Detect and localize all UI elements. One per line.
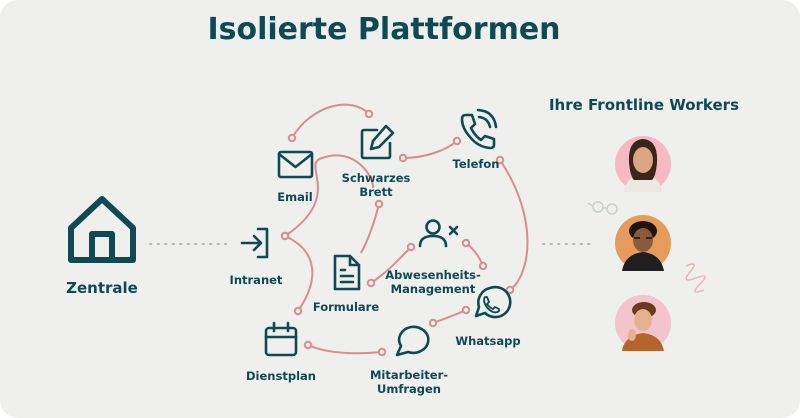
connector-node	[505, 285, 515, 295]
face	[633, 147, 653, 173]
connector-node	[406, 242, 416, 252]
worker-avatar-2	[615, 215, 671, 271]
connector-node	[428, 318, 438, 328]
hand	[628, 329, 636, 341]
label-board-line1: Schwarzes	[342, 171, 411, 185]
label-whatsapp: Whatsapp	[455, 334, 520, 348]
speech-bubble-icon	[395, 325, 430, 357]
phone-call-icon	[460, 108, 498, 150]
shirt	[622, 252, 664, 271]
label-forms: Formulare	[313, 300, 380, 314]
worker-avatar-1	[615, 136, 671, 192]
face	[633, 228, 653, 252]
connector-node	[495, 155, 505, 165]
connector-phone-whatsapp	[499, 159, 529, 291]
login-arrow-icon	[240, 227, 269, 259]
connector-node	[280, 231, 290, 241]
worker-avatar-3	[615, 295, 671, 351]
document-icon	[333, 254, 361, 291]
user-remove-icon	[418, 219, 459, 248]
connector-node	[293, 306, 303, 316]
connector-node	[398, 153, 408, 163]
envelope-icon	[277, 150, 314, 179]
connector-email-board	[291, 103, 370, 139]
label-schedule: Dienstplan	[246, 369, 316, 383]
whatsapp-icon	[474, 285, 512, 319]
connector-board-forms	[360, 203, 380, 254]
connector-node	[287, 133, 297, 143]
connector-node	[374, 199, 384, 209]
connector-absence-right	[465, 242, 484, 267]
calendar-icon	[264, 321, 298, 357]
connector-node	[366, 278, 376, 288]
connector-intranet-schedule	[284, 235, 314, 312]
label-board-line2: Brett	[359, 185, 393, 199]
glasses-doodle	[587, 201, 618, 215]
page-title: Isolierte Plattformen	[207, 12, 560, 47]
label-phone: Telefon	[453, 157, 500, 171]
connector-nodes	[280, 109, 515, 357]
label-email: Email	[277, 190, 312, 204]
hub-label: Zentrale	[66, 279, 138, 297]
label-absence-line1: Abwesenheits-	[385, 268, 481, 282]
connector-node	[364, 109, 374, 119]
workers-heading: Ihre Frontline Workers	[549, 96, 739, 114]
connector-node	[478, 261, 488, 271]
squiggle-doodle	[685, 263, 706, 293]
connector-board-phone	[402, 140, 458, 159]
connector-node	[303, 340, 313, 350]
connector-node	[452, 136, 462, 146]
label-absence-line2: Management	[391, 282, 476, 296]
edit-pencil-icon	[360, 124, 395, 160]
label-survey-line2: Umfragen	[377, 382, 441, 396]
connector-intranet-board	[284, 154, 375, 237]
connector-node	[377, 347, 387, 357]
label-intranet: Intranet	[230, 273, 283, 287]
connector-survey-whatsapp	[432, 309, 467, 324]
connector-node	[461, 238, 471, 248]
house-icon	[68, 196, 136, 263]
connector-schedule-survey	[307, 344, 383, 355]
label-survey-line1: Mitarbeiter-	[370, 368, 448, 382]
face	[634, 309, 652, 331]
connector-node	[461, 305, 471, 315]
